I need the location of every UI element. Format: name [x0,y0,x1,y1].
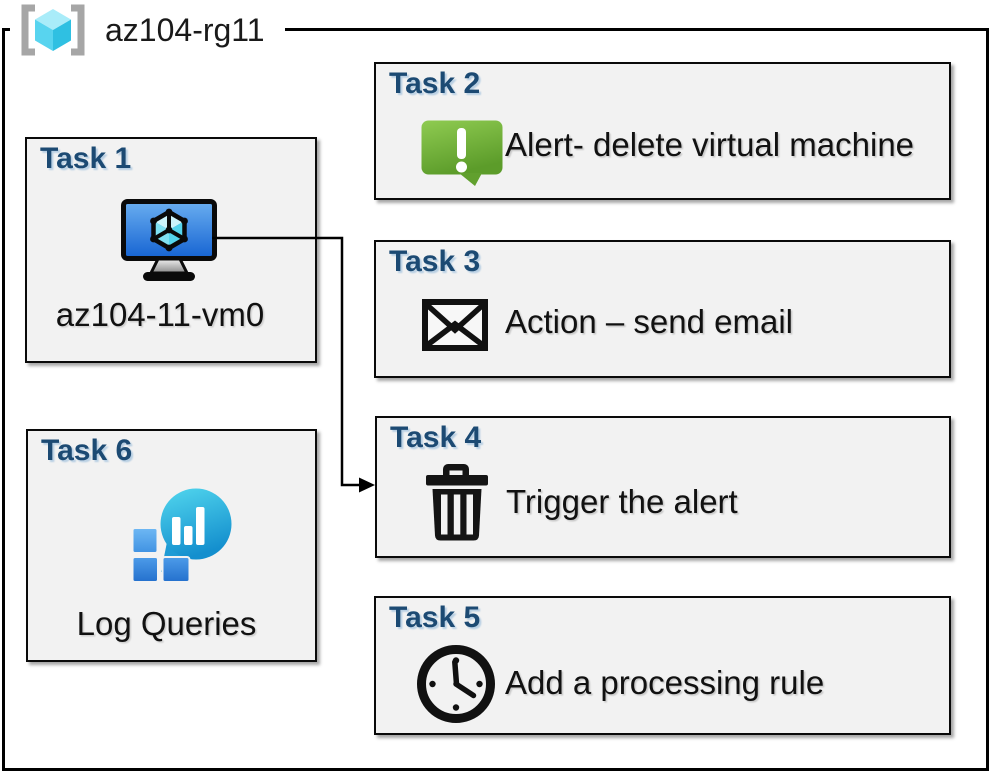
resource-group-legend: az104-rg11 [10,2,285,58]
task3-box: Task 3 Action – send email [374,240,951,378]
resource-group-container [2,28,989,771]
virtual-machine-icon [121,199,217,281]
task5-box: Task 5 Add a processing rule [374,596,951,735]
task2-header: Task 2 [389,67,481,100]
trash-icon [426,464,488,541]
task3-label: Action – send email [505,303,793,340]
task4-header: Task 4 [390,421,482,454]
task6-header: Task 6 [41,434,133,467]
task2-label: Alert- delete virtual machine [505,126,915,163]
task1-header: Task 1 [40,142,132,175]
task5-label: Add a processing rule [505,664,825,701]
task6-label: Log Queries [76,605,257,642]
log-analytics-icon [132,488,232,583]
task1-box: Task 1 az104-11-v [25,137,317,363]
task4-box: Task 4 Trigger the alert [375,416,951,558]
task5-header: Task 5 [389,601,481,634]
resource-group-icon [21,4,85,56]
task6-box: Task 6 Log Queries [26,429,317,662]
clock-icon [417,645,495,723]
task1-label: az104-11-vm0 [55,296,265,333]
alert-message-icon [421,120,503,186]
task2-box: Task 2 Alert- delete virtual machine [374,62,951,200]
email-envelope-icon [422,299,488,351]
task3-header: Task 3 [389,245,481,278]
task4-label: Trigger the alert [506,483,738,520]
resource-group-label: az104-rg11 [105,11,265,48]
